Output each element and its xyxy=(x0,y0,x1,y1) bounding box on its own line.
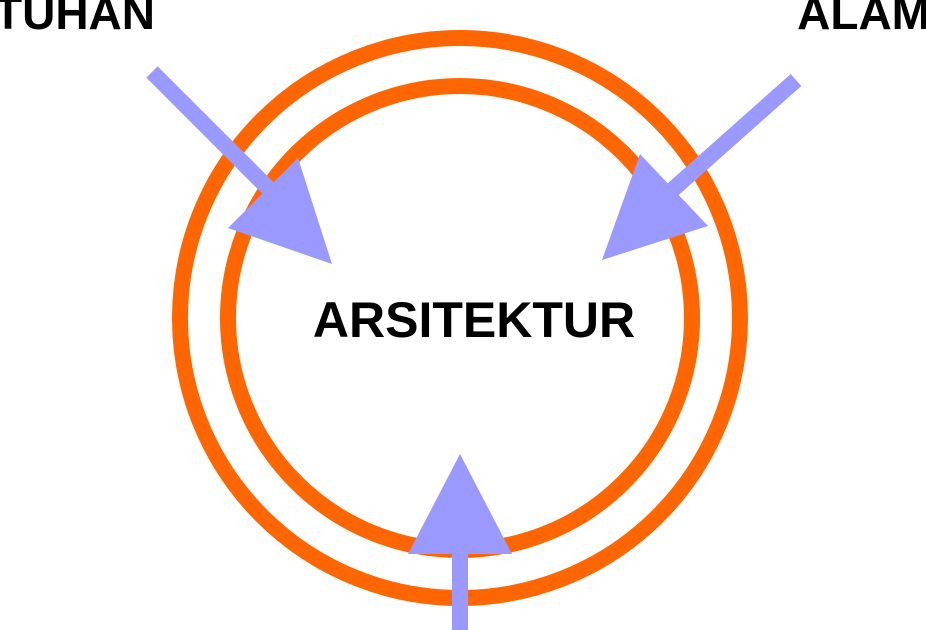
arrow-top-right-head xyxy=(602,154,708,260)
label-center: ARSITEKTUR xyxy=(312,292,636,348)
arrow-bottom-head xyxy=(408,454,512,554)
label-top-right: ALAM xyxy=(797,0,926,39)
arrow-top-left-shaft xyxy=(146,66,278,198)
arrow-top-left-head xyxy=(228,158,332,264)
arrow-top-right-shaft xyxy=(664,74,802,198)
label-top-left: TUHAN xyxy=(0,0,155,39)
